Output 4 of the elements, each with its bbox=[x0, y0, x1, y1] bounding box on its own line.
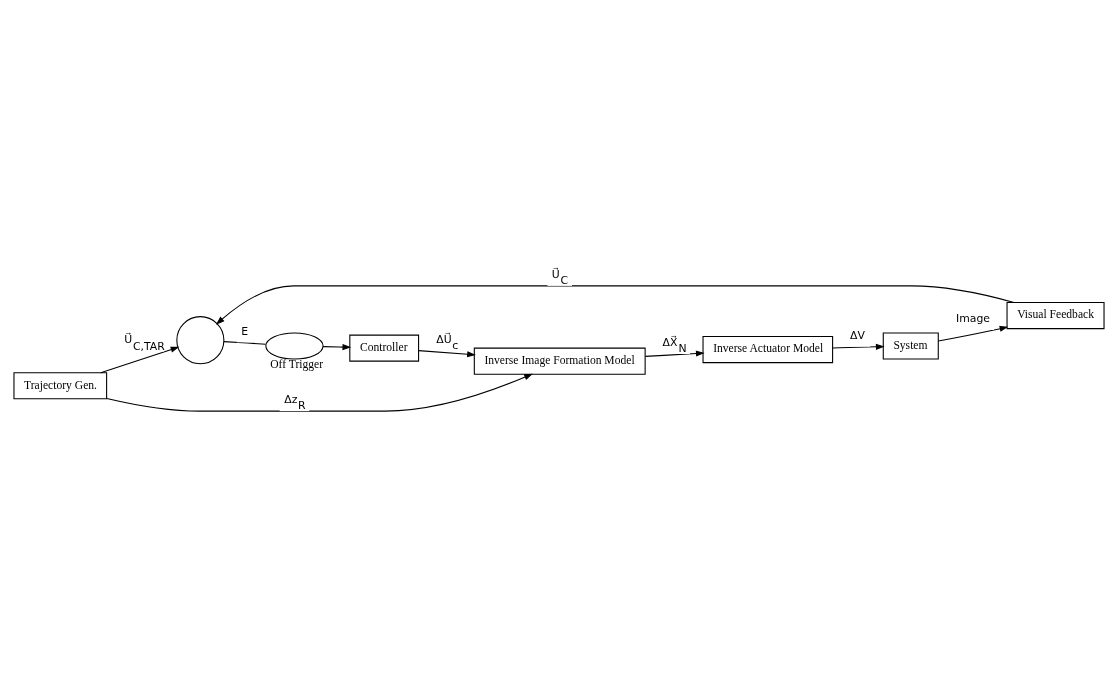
node-label: Off Trigger bbox=[270, 357, 324, 371]
edge-label: ΔV bbox=[849, 328, 865, 342]
edge-label: Image bbox=[956, 311, 990, 325]
edge-label: E bbox=[241, 324, 249, 338]
